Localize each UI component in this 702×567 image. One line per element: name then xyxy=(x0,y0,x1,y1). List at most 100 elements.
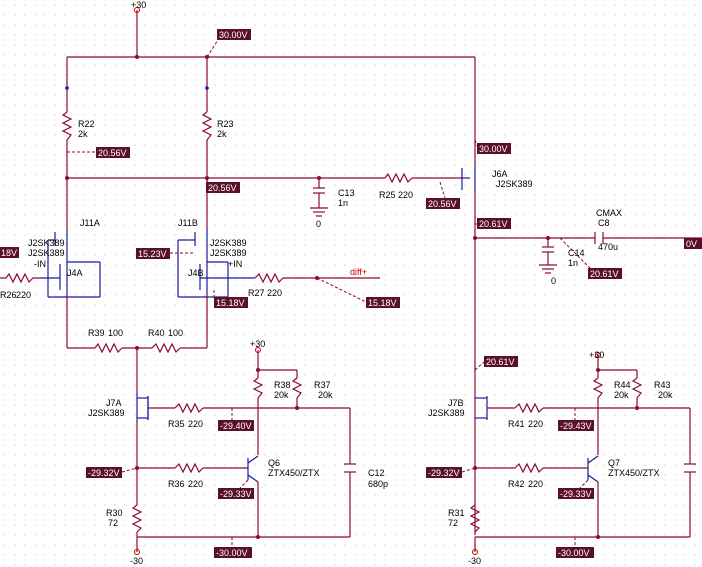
r27-value: 220 xyxy=(267,288,282,298)
svg-text:15.18V: 15.18V xyxy=(368,298,397,308)
voltage-tag-q6: -29.33V xyxy=(218,488,254,499)
r40-ref: R40 xyxy=(148,328,165,338)
voltage-tag-j6a-src: 30.00V xyxy=(477,143,511,154)
voltage-tag-r25: 20.56V xyxy=(426,198,460,209)
r35-ref: R35 xyxy=(168,419,185,429)
svg-text:15.18V: 15.18V xyxy=(216,298,245,308)
c13-ref: C13 xyxy=(338,188,355,198)
r25-symbol xyxy=(384,172,413,184)
r44-ref: R44 xyxy=(614,380,631,390)
q6-part: ZTX450/ZTX xyxy=(268,468,320,478)
supply-dot-q7 xyxy=(595,352,601,358)
r22-ref: R22 xyxy=(78,119,95,129)
voltage-tag-diff: 15.18V xyxy=(366,297,400,308)
c8-ref: C8 xyxy=(598,218,610,228)
supply-label-neg-right: -30 xyxy=(468,556,481,566)
r31-ref: R31 xyxy=(448,508,465,518)
r35-value: 220 xyxy=(188,419,203,429)
supply-dot-top xyxy=(134,7,140,13)
voltage-tags: 30.00V 20.56V 20.56V 20.56V 30.00V 20.61… xyxy=(0,29,702,558)
voltage-tag-j6a-drain: 20.61V xyxy=(477,218,511,229)
c14-ref: C14 xyxy=(568,248,585,258)
j7b-ref: J7B xyxy=(448,398,464,408)
svg-text:20.61V: 20.61V xyxy=(590,269,619,279)
svg-text:30.00V: 30.00V xyxy=(219,30,248,40)
diff-pair-wiring xyxy=(0,216,380,392)
r37-value: 20k xyxy=(318,390,333,400)
r25-ref: R25 xyxy=(379,190,396,200)
r41-symbol xyxy=(514,402,544,414)
q6-ref: Q6 xyxy=(268,458,280,468)
ground-symbols xyxy=(310,207,557,274)
svg-text:20.61V: 20.61V xyxy=(486,357,515,367)
j4a-part1: J2SK389 xyxy=(28,238,65,248)
j7a-ref: J7A xyxy=(106,398,122,408)
r31-symbol xyxy=(469,504,481,533)
r27-symbol xyxy=(254,272,288,284)
junction-dots xyxy=(65,55,639,539)
svg-text:15.23V: 15.23V xyxy=(138,249,167,259)
svg-text:0V: 0V xyxy=(686,239,697,249)
svg-text:20.56V: 20.56V xyxy=(98,148,127,158)
supply-dot-neg-left xyxy=(134,549,140,555)
r30-ref: R30 xyxy=(106,508,123,518)
diff-plus-label: diff+ xyxy=(350,267,367,277)
r36-symbol xyxy=(174,462,204,474)
j4b-pin: +IN xyxy=(228,259,242,269)
r37-ref: R37 xyxy=(314,380,331,390)
voltage-tag-j4b-gate: 15.23V xyxy=(136,248,170,259)
svg-text:-29.32V: -29.32V xyxy=(88,468,120,478)
r44-value: 20k xyxy=(614,390,629,400)
voltage-tag-out-edge: 0V xyxy=(684,238,702,249)
voltage-tag-left-edge: 18V xyxy=(0,247,19,258)
svg-text:-29.33V: -29.33V xyxy=(220,489,252,499)
j4a-ref: J4A xyxy=(67,268,83,278)
r38-value: 20k xyxy=(274,390,289,400)
r30-value: 72 xyxy=(108,518,118,528)
c12-value: 680p xyxy=(368,479,388,489)
supply-dot-q6 xyxy=(255,347,261,353)
voltage-tag-r22: 20.56V xyxy=(96,147,130,158)
r41-value: 220 xyxy=(528,419,543,429)
r38-ref: R38 xyxy=(274,380,291,390)
ground-label-c14: 0 xyxy=(551,276,556,286)
svg-text:20.61V: 20.61V xyxy=(479,219,508,229)
c8-value: 470u xyxy=(598,242,618,252)
j7a-part: J2SK389 xyxy=(88,408,125,418)
svg-text:-29.43V: -29.43V xyxy=(560,421,592,431)
r26-ref: R26 xyxy=(0,290,17,300)
voltage-tag-bot-left: -30.00V xyxy=(214,547,252,558)
c8-extra: CMAX xyxy=(596,208,622,218)
j4b-ref: J4B xyxy=(188,268,204,278)
voltage-tag-bot-right: -30.00V xyxy=(556,547,594,558)
c12-ref: C12 xyxy=(368,468,385,478)
j4b-part1: J2SK389 xyxy=(210,238,247,248)
supply-label-q6: +30 xyxy=(250,339,265,349)
svg-text:-30.00V: -30.00V xyxy=(216,548,248,558)
r42-value: 220 xyxy=(528,479,543,489)
left-current-source-wiring xyxy=(136,350,351,552)
j4b-part2: J2SK389 xyxy=(210,248,247,258)
c14-value: 1n xyxy=(568,258,578,268)
r43-value: 20k xyxy=(658,390,673,400)
r25-value: 220 xyxy=(398,190,413,200)
voltage-tag-j7b-g: -29.43V xyxy=(558,420,594,431)
r40-value: 100 xyxy=(168,328,183,338)
svg-text:18V: 18V xyxy=(1,248,17,258)
svg-text:-29.33V: -29.33V xyxy=(560,489,592,499)
voltage-tag-j7a-s: -29.32V xyxy=(86,467,122,478)
voltage-tag-j11b: 20.56V xyxy=(206,182,240,193)
voltage-tag-j7a-g: -29.40V xyxy=(218,420,254,431)
capacitor-symbols xyxy=(313,187,696,473)
voltage-tag-j7b-s: -29.32V xyxy=(426,467,462,478)
j6a-part: J2SK389 xyxy=(496,179,533,189)
q7-part: ZTX450/ZTX xyxy=(608,468,660,478)
svg-text:-30.00V: -30.00V xyxy=(558,548,590,558)
j4a-pin: -IN xyxy=(34,259,46,269)
j7b-part: J2SK389 xyxy=(428,408,465,418)
r23-symbol xyxy=(201,111,213,141)
r23-value: 2k xyxy=(217,129,227,139)
voltage-tag-j7b-gate: 20.61V xyxy=(484,356,518,367)
r43-symbol xyxy=(631,377,643,399)
voltage-tag-c14: 20.61V xyxy=(588,268,622,279)
